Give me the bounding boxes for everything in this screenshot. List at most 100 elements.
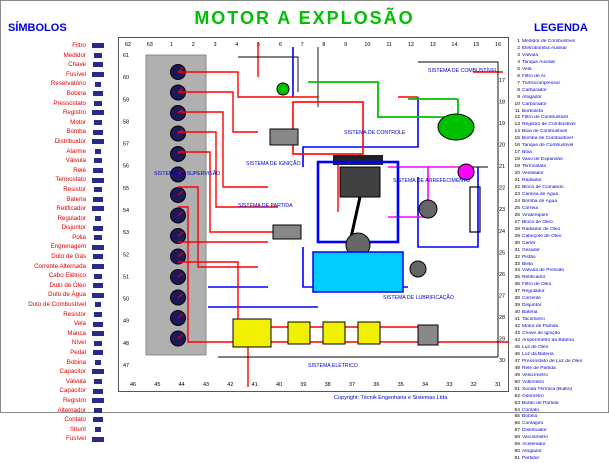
legend-item-label: Vela (522, 66, 532, 72)
label-cooling-system: SISTEMA DE ARREFECIMENTO (393, 178, 470, 184)
gauge-needle (177, 170, 184, 175)
legend-item-number: 12 (514, 115, 520, 121)
legend-item-number: 46 (514, 351, 520, 357)
symbol-icon-row (88, 290, 108, 300)
symbol-icon-row (88, 329, 108, 339)
symbol-icon-row (88, 386, 108, 396)
symbol-icon (92, 72, 104, 78)
legend-item-label: Regulador (522, 289, 545, 295)
symbol-label: Manca (67, 329, 86, 337)
legend-item-number: 9 (517, 94, 520, 100)
symbol-label: Termostato (55, 176, 86, 184)
symbol-label: Capacitor (59, 387, 86, 395)
legend-item-number: 33 (514, 261, 520, 267)
legend-item-label: Válvula (522, 52, 539, 58)
reference-number: 13 (430, 42, 436, 48)
symbol-icon (95, 215, 101, 221)
reference-number: 21 (499, 164, 505, 170)
legend-heading: LEGENDA (534, 22, 588, 34)
legend-item-number: 11 (514, 108, 520, 114)
symbols-icon-column (88, 41, 108, 444)
symbol-label: Duto de Gás (51, 253, 86, 261)
symbol-icon-row (88, 300, 108, 310)
symbol-icon (94, 340, 102, 346)
reference-number: 41 (252, 382, 258, 388)
reference-number: 10 (364, 42, 370, 48)
symbol-icon-row (88, 79, 108, 89)
legend-item-label: Bobina (522, 414, 538, 420)
reference-number: 54 (123, 208, 129, 214)
legend-item-label: Radiador (522, 178, 542, 184)
symbol-icon-row (88, 425, 108, 435)
symbol-icon-row (88, 406, 108, 416)
symbol-icon (92, 177, 104, 183)
reference-number: 61 (123, 53, 129, 59)
legend-item-label: Camisa de Água (522, 191, 559, 197)
symbol-label: Nível (71, 339, 86, 347)
legend-item-number: 14 (514, 129, 520, 135)
symbol-icon (93, 62, 103, 68)
legend-item-label: Afogador (522, 94, 542, 100)
symbol-icon (92, 436, 104, 442)
legend-item-number: 45 (514, 344, 520, 350)
symbol-icon (92, 43, 104, 49)
reference-number: 12 (408, 42, 414, 48)
alternator (269, 128, 299, 146)
symbol-label: Válvula (65, 377, 86, 385)
symbol-icon-row (88, 367, 108, 377)
symbol-label: Chave (68, 61, 86, 69)
legend-item-label: Velocímetro (522, 372, 548, 378)
legend-item-number: 23 (514, 191, 520, 197)
legend-item-number: 53 (514, 400, 520, 406)
reference-number: 7 (301, 42, 304, 48)
reference-number: 9 (344, 42, 347, 48)
reference-number: 23 (499, 207, 505, 213)
electrical-boxes (232, 318, 381, 348)
legend-item-label: Medidor de Combustível (522, 39, 576, 44)
oil-sump (312, 251, 404, 293)
oil-circuit (388, 166, 458, 218)
legend-item-number: 29 (514, 233, 520, 239)
regulator-box (287, 321, 311, 345)
legend-item-number: 35 (514, 275, 520, 281)
symbol-icon-row (88, 271, 108, 281)
legend-item-label: Afogador (522, 449, 542, 455)
gauge-needle (177, 293, 184, 298)
legend-item-label: Eletrobomba Auxiliar (522, 45, 567, 51)
symbol-icon (92, 139, 104, 145)
legend-item-number: 47 (514, 358, 520, 364)
reference-number: 29 (499, 336, 505, 342)
legend-item-label: Motor de Partida (522, 324, 559, 330)
symbol-icon (94, 311, 102, 317)
legend-item-label: Luz de Óleo (522, 344, 549, 350)
symbol-label: Reservatório (50, 80, 86, 88)
legend-item-number: 49 (514, 372, 520, 378)
legend-item-label: Virabrequim (522, 212, 549, 218)
reference-number: 38 (325, 382, 331, 388)
legend-item-number: 52 (514, 393, 520, 399)
reference-number: 60 (123, 75, 129, 81)
legend-item-label: Ventilador (522, 171, 544, 177)
legend-item-number: 40 (514, 310, 520, 316)
legend-item-number: 58 (514, 435, 520, 441)
legend-item-label: Radiador de Óleo (522, 226, 561, 232)
gauge-needle (177, 334, 184, 339)
rectifier-box (357, 321, 381, 345)
reference-number: 20 (499, 143, 505, 149)
symbol-icon (95, 148, 101, 154)
reference-number: 59 (123, 97, 129, 103)
legend-item-number: 6 (517, 73, 520, 79)
